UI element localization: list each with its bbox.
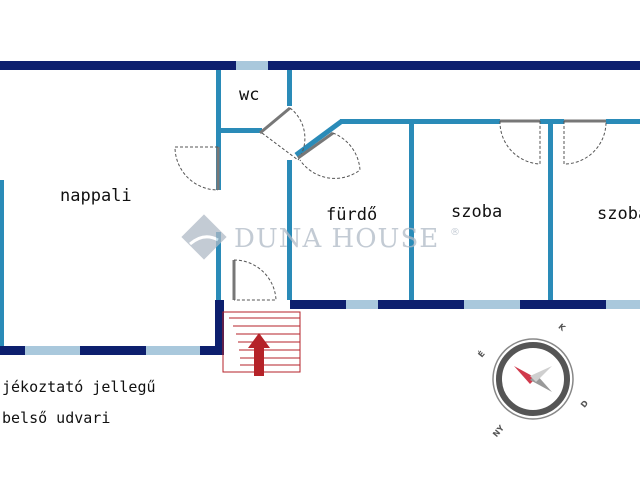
lower-wall-seg-3 — [520, 300, 606, 309]
room-label-living: nappali — [60, 186, 132, 206]
watermark-registered-mark: ® — [450, 227, 460, 238]
staircase — [222, 311, 301, 376]
room-label-bathroom: fürdő — [326, 205, 377, 225]
bottom-wall-seg-3 — [200, 346, 224, 355]
compass-inner-ring — [496, 342, 570, 416]
bath-room-wall — [409, 124, 414, 300]
watermark-text: DUNA HOUSE — [234, 224, 439, 254]
note-line-1: jékoztató jellegű — [2, 378, 156, 396]
living-door-swing — [174, 146, 219, 191]
top-wall-right — [268, 61, 640, 70]
corridor-top-wall-2 — [540, 119, 564, 124]
bath-door-swing — [299, 132, 361, 179]
top-wall-left — [0, 61, 236, 70]
room-label-wc: wc — [239, 85, 259, 105]
watermark-wave-icon — [189, 235, 219, 246]
wc-door-leaf — [259, 106, 291, 135]
top-wall-window — [236, 61, 268, 70]
hall-right-wall-upper — [287, 160, 292, 300]
room-label-room-1: szoba — [451, 202, 502, 222]
lower-wall-seg-2 — [378, 300, 464, 309]
wc-bottom-wall — [216, 128, 262, 133]
stair-arrow-icon — [248, 333, 270, 376]
bottom-wall-seg-1 — [0, 346, 25, 355]
bath-door-leaf — [297, 131, 334, 160]
compass-north-label: É — [475, 348, 487, 359]
entrance-door-swing — [233, 259, 277, 301]
wc-right-wall — [287, 70, 292, 106]
exterior-walls — [0, 61, 640, 355]
room-room-wall — [548, 124, 553, 300]
note-line-2: belső udvari — [2, 409, 110, 427]
living-left-wall — [0, 180, 4, 346]
living-right-wall-lower — [216, 232, 221, 300]
corridor-top-wall — [340, 119, 500, 124]
lower-window-3 — [606, 300, 640, 309]
lower-wall-seg-1 — [290, 300, 346, 309]
bottom-window-1 — [25, 346, 80, 355]
compass-west-label: NY — [491, 423, 506, 439]
watermark: DUNA HOUSE ® — [181, 214, 460, 260]
compass-south-label: D — [579, 398, 590, 409]
lower-window-2 — [464, 300, 520, 309]
compass-needle-east-icon — [530, 366, 552, 382]
lower-window-1 — [346, 300, 378, 309]
bottom-wall-seg-2 — [80, 346, 146, 355]
corridor-top-wall-3 — [606, 119, 640, 124]
room2-door-swing — [563, 120, 607, 165]
entrance-wall-vertical — [215, 300, 224, 355]
room1-door-swing — [499, 120, 541, 165]
entrance-wall-top — [215, 300, 223, 309]
compass-east-label: K — [556, 322, 567, 333]
room-label-room-2: szoba — [597, 204, 640, 224]
compass: É K D NY — [475, 322, 591, 439]
bottom-window-2 — [146, 346, 200, 355]
doors — [174, 106, 607, 301]
